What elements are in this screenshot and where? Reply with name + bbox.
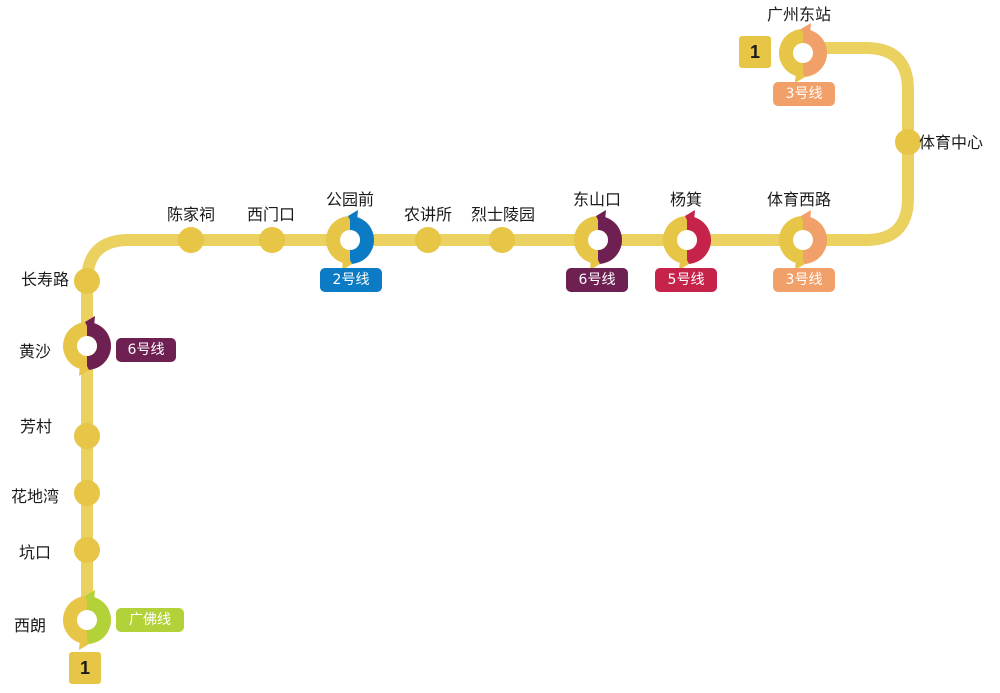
station-dot-nongjiangsuo[interactable] bbox=[415, 227, 441, 253]
transfer-tag-line6-huangsha[interactable]: 6号线 bbox=[116, 338, 176, 362]
station-label-chenjiaci: 陈家祠 bbox=[167, 205, 216, 224]
station-dot-fangcun[interactable] bbox=[74, 423, 100, 449]
transfer-tag-line3-guangzhoudongzhan[interactable]: 3号线 bbox=[773, 82, 835, 106]
station-label-changshoulu: 长寿路 bbox=[21, 270, 70, 289]
terminal-marker-guangzhoudongzhan: 1 bbox=[739, 36, 771, 68]
station-label-gongyuanqian: 公园前 bbox=[326, 190, 375, 209]
transfer-arrow-tip bbox=[795, 248, 805, 270]
terminal-marker-xilang: 1 bbox=[69, 652, 101, 684]
transfer-station-tiyuxilu[interactable] bbox=[779, 210, 827, 270]
transfer-ring-center bbox=[340, 230, 360, 250]
transfer-ring-center bbox=[77, 610, 97, 630]
transfer-arrow-tip bbox=[85, 590, 95, 612]
station-label-tiyuxilu: 体育西路 bbox=[767, 190, 832, 209]
transfer-ring-center bbox=[793, 43, 813, 63]
line-1-route bbox=[81, 42, 914, 624]
station-label-ximenkou: 西门口 bbox=[247, 205, 296, 224]
station-dot-ximenkou[interactable] bbox=[259, 227, 285, 253]
station-label-dongshankou: 东山口 bbox=[573, 190, 622, 209]
transfer-station-guangzhoudongzhan[interactable] bbox=[779, 23, 827, 83]
station-label-tiyuzhongxin: 体育中心 bbox=[919, 133, 984, 152]
transfer-arrow-tip bbox=[348, 210, 358, 232]
transfer-arrow-tip bbox=[85, 316, 95, 338]
transfer-station-gongyuanqian[interactable] bbox=[326, 210, 374, 270]
transfer-arrow-tip bbox=[590, 248, 600, 270]
transfer-ring-center bbox=[677, 230, 697, 250]
station-dot-lieshilingyuan[interactable] bbox=[489, 227, 515, 253]
station-label-xilang: 西朗 bbox=[14, 616, 47, 635]
transfer-station-xilang[interactable] bbox=[63, 590, 111, 650]
transfer-arrow-tip bbox=[795, 61, 805, 83]
station-dot-chenjiaci[interactable] bbox=[178, 227, 204, 253]
station-label-nongjiangsuo: 农讲所 bbox=[404, 205, 453, 224]
transfer-arrow-tip bbox=[801, 23, 811, 45]
station-dot-changshoulu[interactable] bbox=[74, 268, 100, 294]
transfer-station-yangji[interactable] bbox=[663, 210, 711, 270]
transfer-arrow-tip bbox=[685, 210, 695, 232]
transfer-arrow-tip bbox=[79, 354, 89, 376]
station-label-yangji: 杨箕 bbox=[670, 190, 703, 209]
transfer-ring-center bbox=[77, 336, 97, 356]
transfer-station-huangsha[interactable] bbox=[63, 316, 111, 376]
transfer-ring-center bbox=[793, 230, 813, 250]
transfer-arrow-tip bbox=[801, 210, 811, 232]
station-label-guangzhoudongzhan: 广州东站 bbox=[767, 5, 832, 24]
transfer-tag-line3-tiyuxilu[interactable]: 3号线 bbox=[773, 268, 835, 292]
station-label-kengkou: 坑口 bbox=[19, 543, 52, 562]
transfer-arrow-tip bbox=[596, 210, 606, 232]
station-label-huangsha: 黄沙 bbox=[19, 342, 52, 361]
station-label-huadiwan: 花地湾 bbox=[11, 487, 60, 506]
transfer-tag-line2[interactable]: 2号线 bbox=[320, 268, 382, 292]
transfer-tag-line5[interactable]: 5号线 bbox=[655, 268, 717, 292]
transfer-station-dongshankou[interactable] bbox=[574, 210, 622, 270]
transfer-ring-center bbox=[588, 230, 608, 250]
transfer-arrow-tip bbox=[79, 628, 89, 650]
station-dot-tiyuzhongxin[interactable] bbox=[895, 129, 921, 155]
transfer-tag-guangfo[interactable]: 广佛线 bbox=[116, 608, 184, 632]
station-label-lieshilingyuan: 烈士陵园 bbox=[471, 205, 536, 224]
station-dot-kengkou[interactable] bbox=[74, 537, 100, 563]
transfer-arrow-tip bbox=[342, 248, 352, 270]
station-dot-huadiwan[interactable] bbox=[74, 480, 100, 506]
transfer-arrow-tip bbox=[679, 248, 689, 270]
station-label-fangcun: 芳村 bbox=[20, 417, 53, 436]
transfer-tag-line6-dongshankou[interactable]: 6号线 bbox=[566, 268, 628, 292]
